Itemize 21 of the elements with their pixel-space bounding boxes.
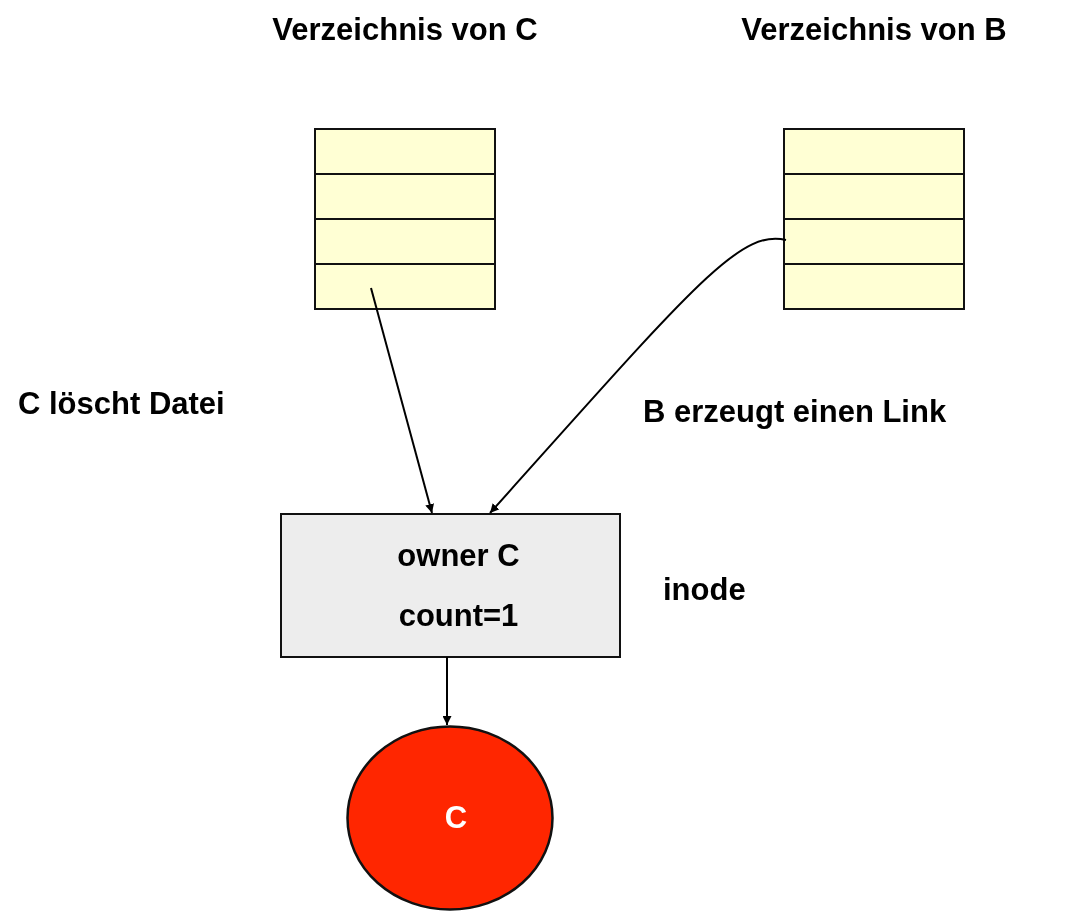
directory-entry: [783, 263, 965, 310]
inode-field: count=1: [398, 598, 519, 633]
directory-entry: [314, 128, 496, 175]
directory-entry: [314, 218, 496, 265]
arrow: [442, 656, 452, 726]
directory-heading: Verzeichnis von C: [271, 11, 539, 49]
inode-box: [280, 513, 621, 658]
arrow: [489, 237, 787, 514]
directory-entry: [314, 173, 496, 220]
directory-entry: [783, 173, 965, 220]
inode-field: owner C: [397, 538, 520, 573]
directory-entry: [783, 128, 965, 175]
inode-caption: inode: [663, 572, 746, 608]
action-note: B erzeugt einen Link: [643, 394, 947, 430]
file-circle: [346, 725, 554, 911]
arrow: [370, 287, 434, 514]
file-letter: C: [444, 800, 468, 836]
directory-entry: [314, 263, 496, 310]
directory-heading: Verzeichnis von B: [740, 11, 1008, 49]
action-note: C löscht Datei: [18, 386, 225, 422]
directory-entry: [783, 218, 965, 265]
